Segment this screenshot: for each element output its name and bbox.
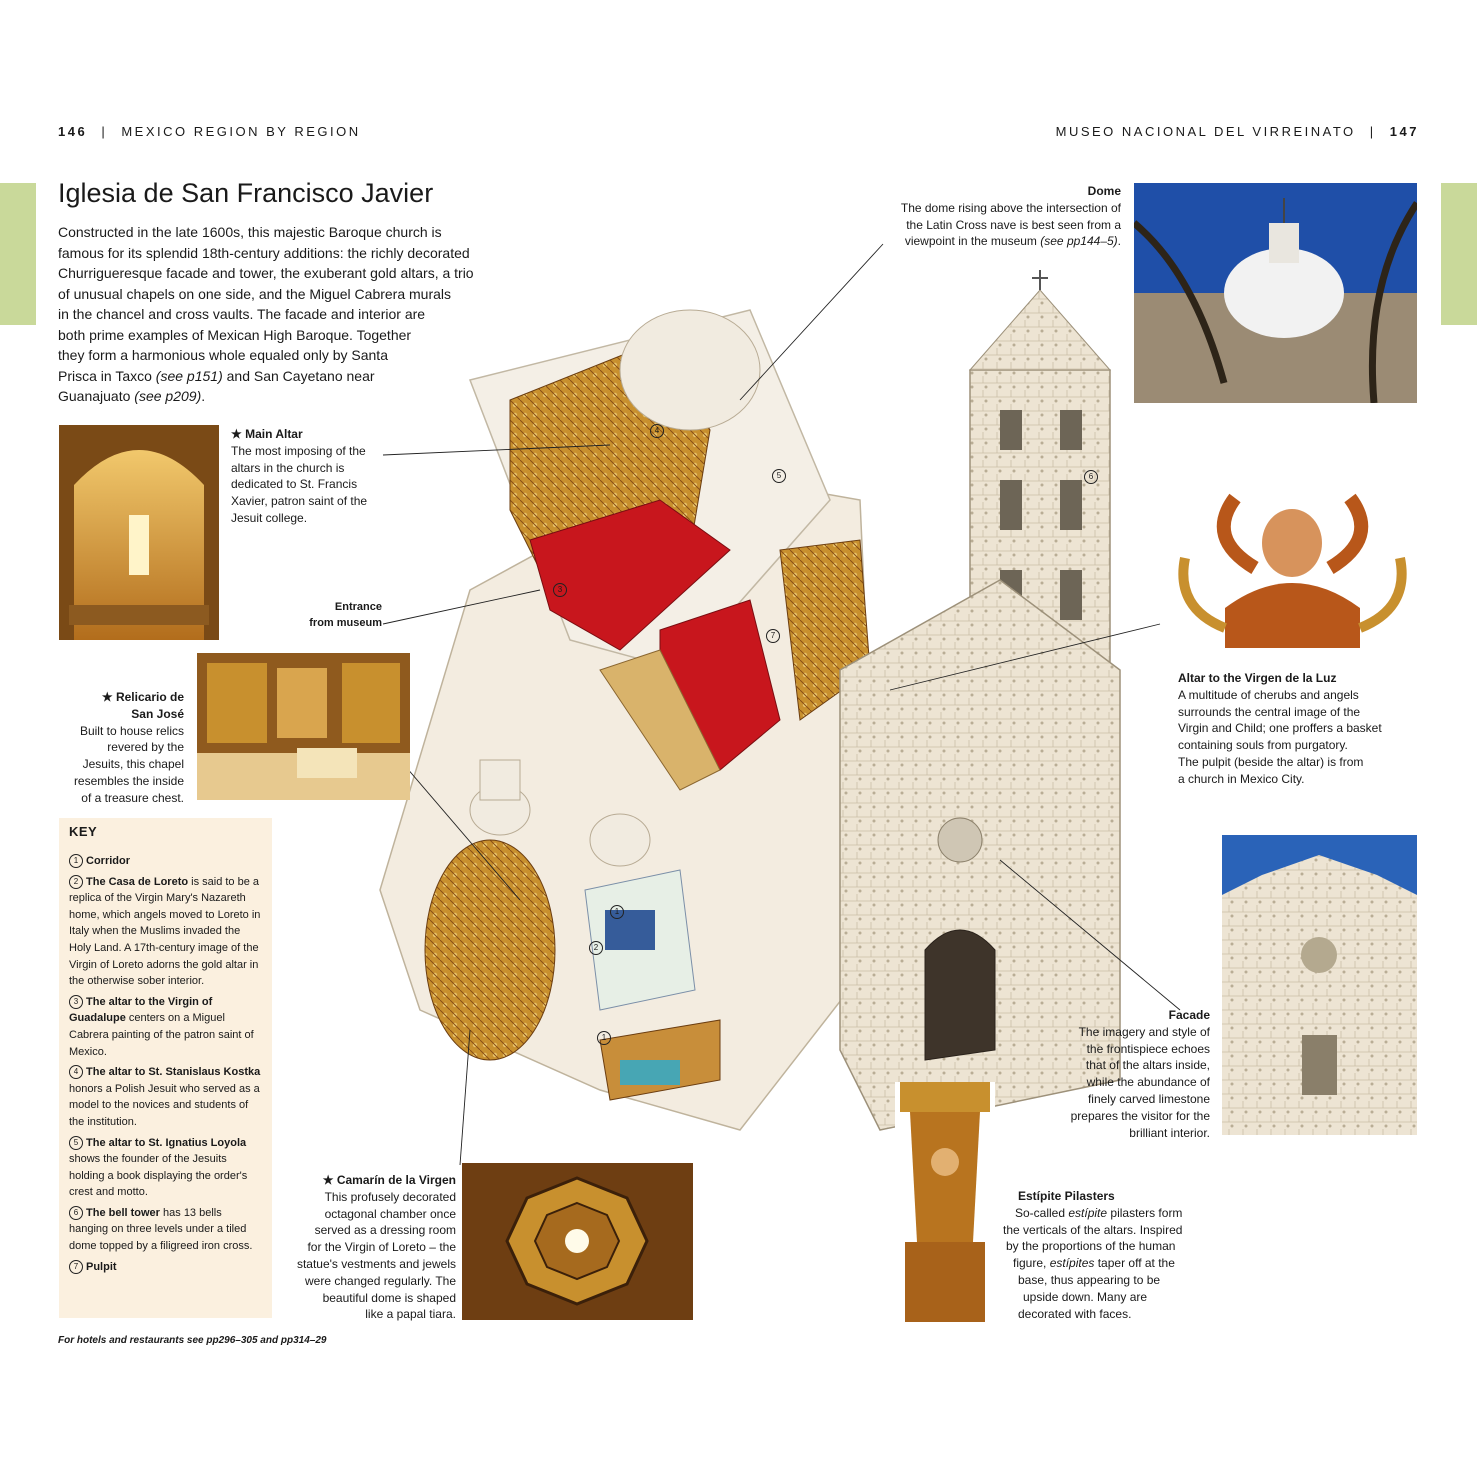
marker-4: 4 — [650, 421, 667, 439]
marker-5: 5 — [772, 466, 789, 484]
right-thumb-tab — [1441, 183, 1477, 325]
entrance-label: Entrance from museum — [309, 601, 382, 629]
separator: | — [101, 124, 108, 139]
separator: | — [1369, 124, 1376, 139]
marker-2: 2 — [589, 938, 606, 956]
estipite-caption: Estípite Pilasters So-called estípite pi… — [1003, 1189, 1183, 1321]
key-heading: KEY — [69, 824, 98, 839]
left-running-head: 146 | MEXICO REGION BY REGION — [58, 124, 361, 139]
estipite-pilaster-photo — [895, 1082, 995, 1322]
church-cutaway-illustration — [379, 270, 1121, 1131]
marker-1: 1 — [610, 902, 627, 920]
altar-virgen-caption: Altar to the Virgen de la Luz A multitud… — [1178, 671, 1382, 786]
footer-reference: For hotels and restaurants see pp296–305… — [58, 1335, 327, 1346]
camarin-caption: ★ Camarín de la Virgen This profusely de… — [296, 1173, 456, 1322]
relicario-photo — [197, 653, 410, 800]
marker-1: 1 — [597, 1028, 614, 1046]
right-section-title: MUSEO NACIONAL DEL VIRREINATO — [1055, 124, 1356, 139]
main-altar-photo — [59, 425, 219, 640]
left-section-title: MEXICO REGION BY REGION — [121, 124, 361, 139]
facade-caption: Facade The imagery and style of the fron… — [1070, 1008, 1210, 1140]
page-title: Iglesia de San Francisco Javier — [58, 178, 434, 208]
angel-sculpture-photo — [1165, 478, 1420, 648]
dome-caption: Dome The dome rising above the intersect… — [900, 184, 1121, 249]
main-altar-caption: ★ Main Altar The most imposing of the al… — [231, 427, 368, 525]
left-thumb-tab — [0, 183, 36, 325]
camarin-dome-photo — [462, 1163, 693, 1320]
left-page-number: 146 — [58, 124, 88, 139]
intro-paragraph: Constructed in the late 1600s, this maje… — [58, 224, 474, 404]
right-running-head: MUSEO NACIONAL DEL VIRREINATO | 147 — [1056, 124, 1419, 139]
relicario-caption: ★ Relicario de San José Built to house r… — [73, 690, 184, 805]
marker-6: 6 — [1084, 467, 1101, 485]
facade-detail-photo — [1222, 835, 1417, 1135]
dome-photo — [1134, 183, 1417, 403]
marker-3: 3 — [553, 580, 570, 598]
right-page-number: 147 — [1389, 124, 1419, 139]
marker-7: 7 — [766, 626, 783, 644]
